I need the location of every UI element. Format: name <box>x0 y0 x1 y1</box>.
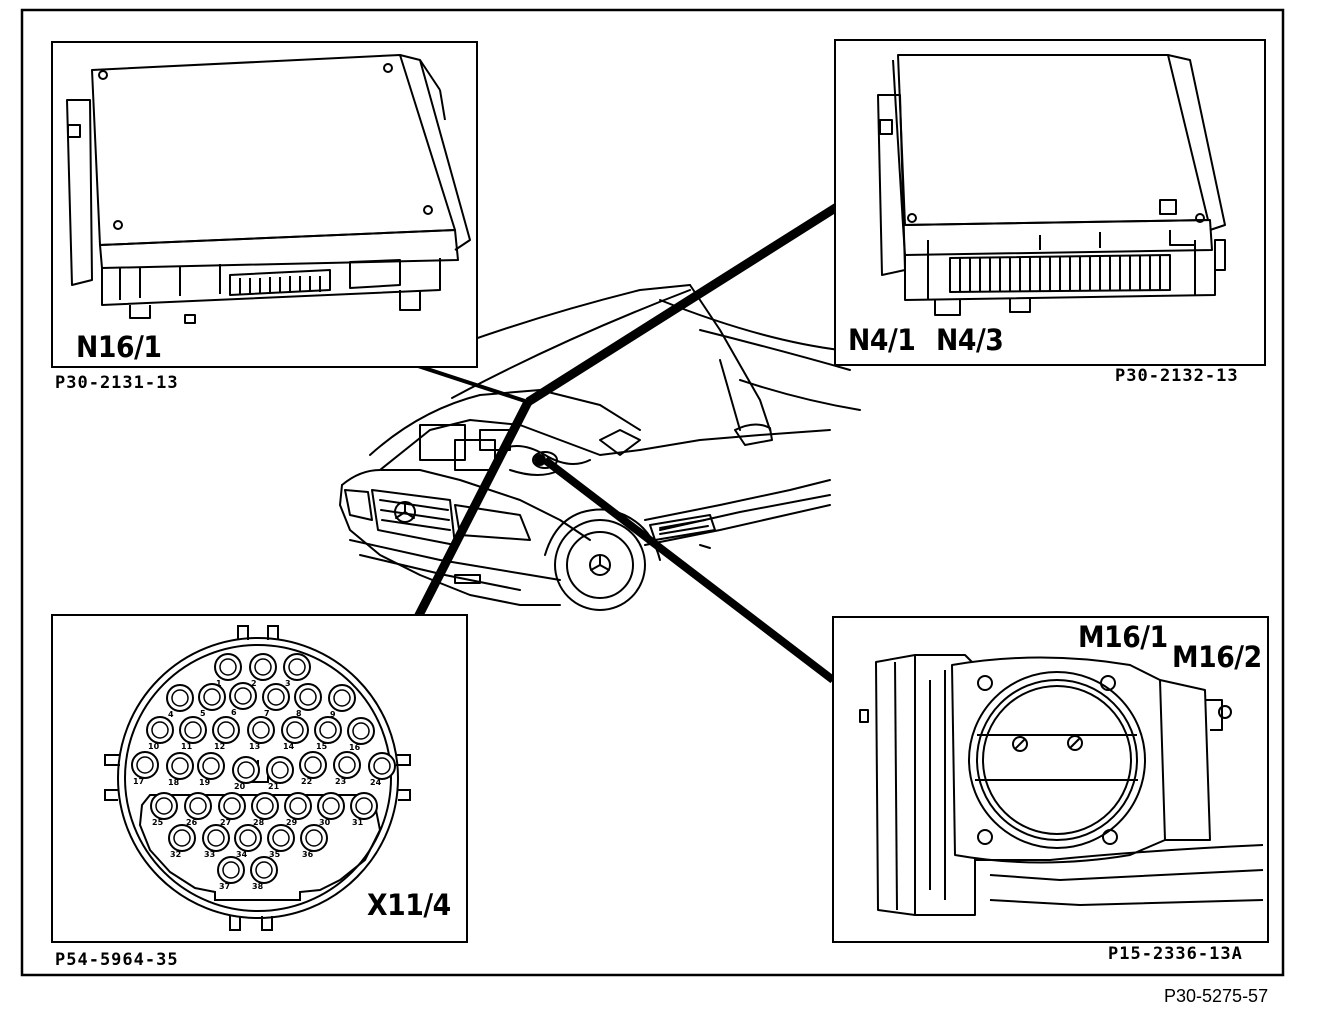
pin-number: 4 <box>168 710 174 719</box>
connector-pin-8: 8 <box>294 683 322 718</box>
n16-ref-code: P30-2131-13 <box>55 373 179 393</box>
connector-pin-17: 17 <box>131 751 159 786</box>
pin-number: 24 <box>370 778 382 787</box>
pin-number: 12 <box>214 742 225 751</box>
connector-pin-30: 30 <box>317 792 345 827</box>
pin-number: 37 <box>219 882 230 891</box>
pin-number: 16 <box>349 743 361 752</box>
connector-pin-33: 33 <box>202 824 230 859</box>
connector-pin-15: 15 <box>314 716 342 751</box>
pin-number: 19 <box>199 778 211 787</box>
pin-number: 21 <box>268 782 280 791</box>
connector-pin-31: 31 <box>350 792 378 827</box>
connector-pin-5: 5 <box>198 683 226 718</box>
pin-number: 30 <box>319 818 331 827</box>
pin-number: 2 <box>251 679 257 688</box>
pin-number: 1 <box>216 679 222 688</box>
pin-number: 6 <box>231 708 237 717</box>
n4-label-a: N4/1 <box>848 323 916 357</box>
pin-number: 35 <box>269 850 281 859</box>
pin-number: 22 <box>301 777 312 786</box>
m16-label-b: M16/2 <box>1172 640 1262 674</box>
connector-pin-23: 23 <box>333 751 361 786</box>
pin-number: 28 <box>253 818 265 827</box>
pin-number: 36 <box>302 850 314 859</box>
connector-pin-36: 36 <box>300 824 328 859</box>
connector-pin-2: 2 <box>249 653 277 688</box>
connector-pin-1: 1 <box>214 653 242 688</box>
pin-number: 15 <box>316 742 328 751</box>
pin-number: 9 <box>330 710 336 719</box>
connector-pin-4: 4 <box>166 684 194 719</box>
connector-pin-32: 32 <box>168 824 196 859</box>
pin-number: 10 <box>148 742 160 751</box>
connector-pin-24: 24 <box>368 752 396 787</box>
connector-pin-21: 21 <box>266 756 294 791</box>
connector-pin-20: 20 <box>232 756 260 791</box>
pin-number: 23 <box>335 777 346 786</box>
n4-module-drawing <box>877 54 1226 316</box>
n4-ref-code: P30-2132-13 <box>1115 366 1239 386</box>
connector-pin-13: 13 <box>247 716 275 751</box>
pin-number: 8 <box>296 709 302 718</box>
connector-pin-22: 22 <box>299 751 327 786</box>
m16-ref-code: P15-2336-13A <box>1108 944 1243 964</box>
pin-number: 14 <box>283 742 295 751</box>
connector-pin-3: 3 <box>283 653 311 688</box>
m16-label-a: M16/1 <box>1078 620 1168 654</box>
n16-module-drawing <box>66 54 471 324</box>
pin-number: 31 <box>352 818 364 827</box>
pin-number: 34 <box>236 850 248 859</box>
connector-pin-35: 35 <box>267 824 295 859</box>
pin-number: 18 <box>168 778 180 787</box>
connector-pin-37: 37 <box>217 856 245 891</box>
pin-number: 3 <box>285 679 291 688</box>
pin-number: 7 <box>264 709 270 718</box>
pin-number: 25 <box>152 818 164 827</box>
connector-pin-16: 16 <box>347 717 375 752</box>
connector-pin-9: 9 <box>328 684 356 719</box>
x11-ref-code: P54-5964-35 <box>55 950 179 970</box>
connector-pin-6: 6 <box>229 682 257 717</box>
pin-number: 20 <box>234 782 246 791</box>
connector-pin-38: 38 <box>250 856 278 891</box>
connector-pin-7: 7 <box>262 683 290 718</box>
pin-number: 29 <box>286 818 298 827</box>
connector-pin-11: 11 <box>179 716 207 751</box>
connector-pin-27: 27 <box>218 792 246 827</box>
pin-number: 32 <box>170 850 181 859</box>
pin-number: 5 <box>200 709 206 718</box>
connector-pin-10: 10 <box>146 716 174 751</box>
connector-pin-28: 28 <box>251 792 279 827</box>
pin-number: 17 <box>133 777 144 786</box>
n4-label-b: N4/3 <box>936 323 1004 357</box>
connector-pin-12: 12 <box>212 716 240 751</box>
pin-number: 27 <box>220 818 231 827</box>
pin-number: 33 <box>204 850 215 859</box>
connector-pin-29: 29 <box>284 792 312 827</box>
figure-id: P30-5275-57 <box>1164 986 1269 1006</box>
pin-number: 38 <box>252 882 264 891</box>
connector-pin-25: 25 <box>150 792 178 827</box>
connector-pin-26: 26 <box>184 792 212 827</box>
n16-label: N16/1 <box>76 330 162 364</box>
car-illustration <box>339 284 871 611</box>
connector-pin-18: 18 <box>166 752 194 787</box>
connector-pin-34: 34 <box>234 824 262 859</box>
pin-number: 26 <box>186 818 198 827</box>
x11-label: X11/4 <box>367 888 451 922</box>
pin-number: 13 <box>249 742 260 751</box>
connector-pin-14: 14 <box>281 716 309 751</box>
connector-pin-19: 19 <box>197 752 225 787</box>
m16-throttle-drawing <box>859 654 1264 916</box>
pin-number: 11 <box>181 742 193 751</box>
